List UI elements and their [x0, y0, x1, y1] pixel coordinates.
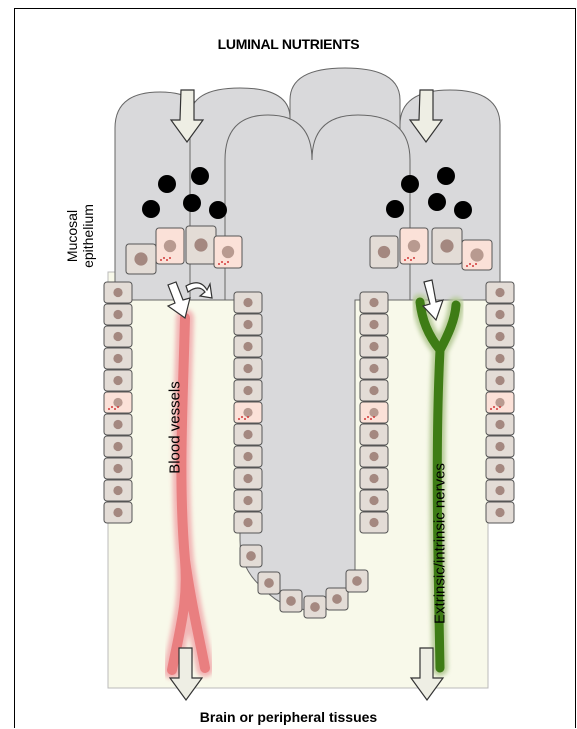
right-outer-cell	[486, 304, 514, 325]
left-inner-cell	[234, 468, 262, 489]
right-outer-cell	[486, 436, 514, 457]
left-inner-cell	[234, 358, 262, 379]
left-inner-cell	[234, 512, 262, 533]
right-inner-cell	[360, 292, 388, 313]
left-outer-cell	[104, 348, 132, 369]
title-luminal-nutrients: LUMINAL NUTRIENTS	[0, 37, 577, 51]
right-outer-cell	[486, 480, 514, 501]
left-outer-cell	[104, 282, 132, 303]
left-outer-cell	[104, 370, 132, 391]
right-outer-cell	[486, 282, 514, 303]
crown-cell	[186, 226, 216, 264]
right-inner-cell	[360, 402, 388, 423]
left-outer-cell	[104, 414, 132, 435]
right-outer-cell	[486, 326, 514, 347]
label-mucosal-line2: epithelium	[80, 204, 96, 268]
right-inner-cell	[360, 446, 388, 467]
right-inner-cell	[360, 468, 388, 489]
left-inner-cell	[234, 490, 262, 511]
crown-cell	[214, 236, 242, 268]
right-outer-cell	[486, 414, 514, 435]
crown-cell	[126, 244, 156, 274]
right-inner-cell	[360, 424, 388, 445]
left-outer-cell	[104, 480, 132, 501]
right-outer-cell	[486, 370, 514, 391]
crypt-cell	[240, 545, 262, 567]
left-outer-cell	[104, 458, 132, 479]
label-blood-vessels: Blood vessels	[168, 373, 183, 483]
left-inner-cell	[234, 292, 262, 313]
crypt-cell	[280, 590, 302, 612]
crown-cell	[156, 228, 184, 264]
crown-cell	[400, 228, 428, 264]
left-inner-cell	[234, 446, 262, 467]
right-outer-cell	[486, 502, 514, 523]
label-mucosal-line1: Mucosal	[64, 210, 80, 262]
right-inner-cell	[360, 490, 388, 511]
right-outer-cell	[486, 458, 514, 479]
crypt-cell	[326, 588, 348, 610]
left-outer-cell	[104, 436, 132, 457]
right-outer-cell	[486, 392, 514, 413]
label-nerves: Extrinsic/intrinsic nerves	[433, 444, 448, 644]
crypt-cell	[304, 596, 326, 618]
left-inner-cell	[234, 424, 262, 445]
left-outer-cell	[104, 304, 132, 325]
right-inner-cell	[360, 512, 388, 533]
left-inner-cell	[234, 402, 262, 423]
left-outer-cell	[104, 502, 132, 523]
right-inner-cell	[360, 314, 388, 335]
crypt-lumen	[250, 300, 348, 596]
footer-brain-peripheral: Brain or peripheral tissues	[0, 710, 577, 724]
left-outer-cell	[104, 392, 132, 413]
crown-cell	[432, 228, 462, 264]
crown-cell	[462, 240, 492, 270]
right-inner-cell	[360, 336, 388, 357]
label-mucosal-epithelium: Mucosal epithelium	[64, 186, 96, 286]
crypt-cell	[346, 570, 368, 592]
right-inner-cell	[360, 380, 388, 401]
right-outer-cell	[486, 348, 514, 369]
right-inner-cell	[360, 358, 388, 379]
crown-cell	[370, 236, 398, 268]
left-inner-cell	[234, 336, 262, 357]
left-inner-cell	[234, 314, 262, 335]
left-outer-cell	[104, 326, 132, 347]
left-inner-cell	[234, 380, 262, 401]
crypt-cell	[258, 572, 280, 594]
